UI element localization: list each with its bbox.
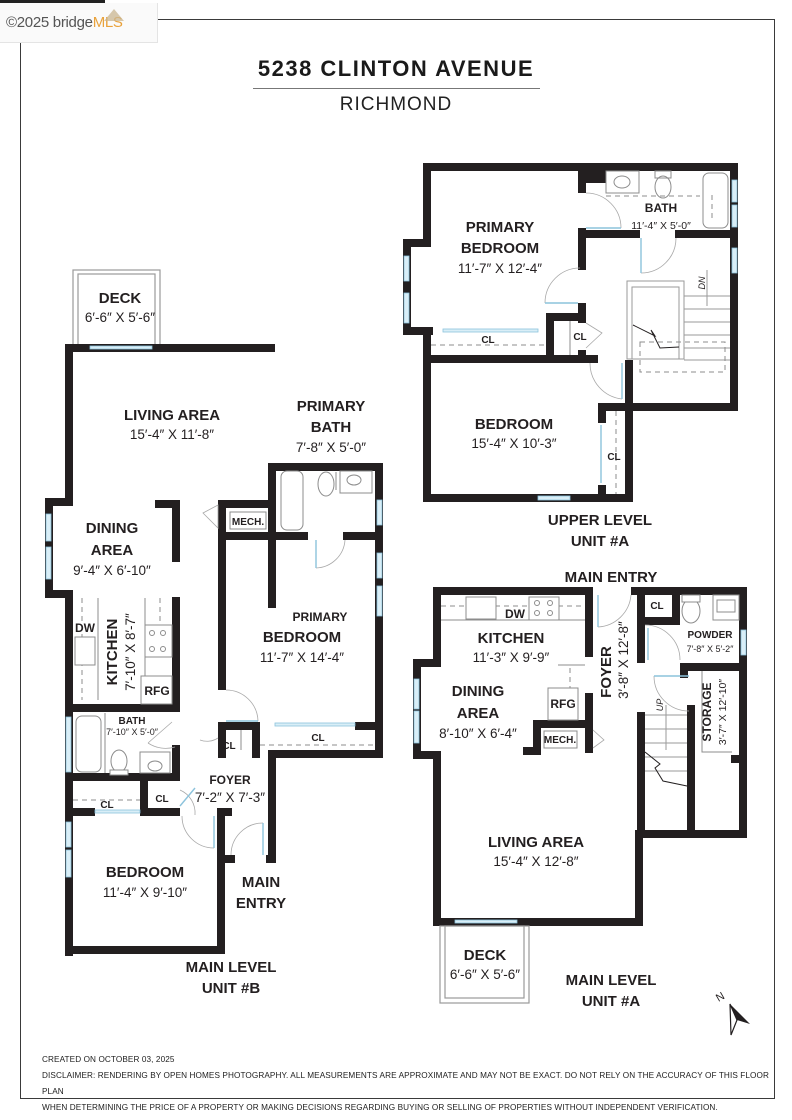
room-name: PRIMARY: [466, 219, 535, 236]
top-edge-bar: [0, 0, 105, 3]
page-subtitle: RICHMOND: [339, 94, 453, 115]
footer-notes: CREATED ON OCTOBER 03, 2025 DISCLAIMER: …: [42, 1052, 792, 1116]
main-entry-label: MAIN: [242, 874, 280, 891]
logo-peak-icon: [104, 9, 124, 21]
room-name: BATH: [311, 419, 352, 436]
room-name: DINING: [86, 520, 139, 537]
main-entry-label: MAIN ENTRY: [565, 569, 658, 586]
room-name: PRIMARY: [293, 610, 348, 624]
room-name: AREA: [91, 542, 134, 559]
room-name: BATH: [645, 201, 677, 215]
mech-label: MECH.: [544, 735, 576, 746]
closet-label: CL: [573, 332, 586, 343]
stairs-up-label: UP: [655, 699, 665, 712]
room-dimensions: 3′-8″ X 12′-8″: [616, 621, 631, 699]
room-dimensions: 11′-7″ X 12′-4″: [458, 261, 542, 276]
unit-label: UNIT #B: [202, 980, 261, 997]
title-divider: [253, 88, 540, 89]
closet-label: CL: [311, 733, 324, 744]
level-label: MAIN LEVEL: [186, 959, 277, 976]
room-name: DECK: [464, 947, 507, 964]
stairs-down-label: DN: [697, 276, 707, 289]
created-date: CREATED ON OCTOBER 03, 2025: [42, 1055, 175, 1064]
disclaimer-line-2: WHEN DETERMINING THE PRICE OF A PROPERTY…: [42, 1103, 718, 1112]
room-dimensions: 11′-7″ X 14′-4″: [260, 650, 344, 665]
room-dimensions: 7′-10″ X 5′-0″: [106, 727, 159, 737]
room-name: BEDROOM: [106, 864, 184, 881]
room-dimensions: 3′-7″ X 12′-10″: [717, 679, 729, 746]
room-dimensions: 9′-4″ X 6′-10″: [73, 563, 151, 578]
room-name: STORAGE: [700, 682, 714, 741]
room-dimensions: 6′-6″ X 5′-6″: [85, 310, 155, 325]
room-dimensions: 7′-2″ X 7′-3″: [195, 790, 265, 805]
room-name: BATH: [118, 716, 145, 727]
closet-label: CL: [100, 800, 113, 811]
room-dimensions: 7′-8″ X 5′-2″: [687, 644, 735, 654]
watermark-copyright: ©2025 bridge: [6, 14, 93, 31]
room-name: POWDER: [688, 630, 734, 641]
main-entry-label: ENTRY: [236, 895, 286, 912]
room-name: AREA: [457, 705, 500, 722]
upper-level-labels: PRIMARY BEDROOM 11′-7″ X 12′-4″ BATH 11′…: [458, 201, 707, 550]
disclaimer-line-1: DISCLAIMER: RENDERING BY OPEN HOMES PHOT…: [42, 1071, 769, 1096]
unit-label: UNIT #A: [582, 993, 641, 1010]
room-name: BEDROOM: [461, 240, 539, 257]
dishwasher-label: DW: [75, 621, 96, 635]
closet-label: CL: [481, 335, 494, 346]
room-name: LIVING AREA: [488, 834, 584, 851]
closet-label: CL: [650, 601, 663, 612]
main-level-unit-b-labels: DECK 6′-6″ X 5′-6″ LIVING AREA 15′-4″ X …: [73, 290, 366, 997]
unit-label: UNIT #A: [571, 533, 630, 550]
upper-level-unit-a-plan: [403, 163, 738, 502]
room-dimensions: 7′-10″ X 8′-7″: [123, 613, 138, 691]
room-name: FOYER: [598, 646, 615, 698]
level-label: UPPER LEVEL: [548, 512, 652, 529]
level-label: MAIN LEVEL: [566, 972, 657, 989]
north-arrow-icon: N: [714, 990, 750, 1036]
room-name: BEDROOM: [475, 416, 553, 433]
room-dimensions: 7′-8″ X 5′-0″: [296, 440, 366, 455]
room-name: KITCHEN: [104, 619, 121, 686]
room-dimensions: 11′-4″ X 5′-0″: [631, 220, 691, 232]
room-dimensions: 15′-4″ X 11′-8″: [130, 427, 214, 442]
room-name: KITCHEN: [478, 630, 545, 647]
room-name: PRIMARY: [297, 398, 366, 415]
refrigerator-label: RFG: [550, 697, 575, 711]
closet-label: CL: [155, 794, 168, 805]
room-name: LIVING AREA: [124, 407, 220, 424]
room-name: DINING: [452, 683, 505, 700]
page-frame: [20, 19, 775, 1099]
closet-label: CL: [222, 741, 235, 752]
dishwasher-label: DW: [505, 607, 526, 621]
room-name: DECK: [99, 290, 142, 307]
main-level-unit-a-plan: [413, 587, 747, 1004]
main-level-unit-a-labels: MAIN ENTRY DW KITCHEN 11′-3″ X 9′-9″ DIN…: [439, 569, 734, 1010]
refrigerator-label: RFG: [144, 684, 169, 698]
room-dimensions: 6′-6″ X 5′-6″: [450, 967, 520, 982]
main-level-unit-b-plan: [45, 269, 383, 956]
room-dimensions: 15′-4″ X 10′-3″: [471, 436, 556, 451]
room-dimensions: 15′-4″ X 12′-8″: [493, 854, 578, 869]
room-name: BEDROOM: [263, 629, 341, 646]
room-name: FOYER: [209, 773, 251, 787]
room-dimensions: 11′-4″ X 9′-10″: [103, 885, 187, 900]
page-title: 5238 CLINTON AVENUE: [257, 56, 535, 81]
mech-label: MECH.: [232, 517, 264, 528]
compass-north-label: N: [714, 990, 727, 1004]
room-dimensions: 8′-10″ X 6′-4″: [439, 726, 517, 741]
closet-label: CL: [607, 452, 620, 463]
room-dimensions: 11′-3″ X 9′-9″: [473, 650, 550, 665]
